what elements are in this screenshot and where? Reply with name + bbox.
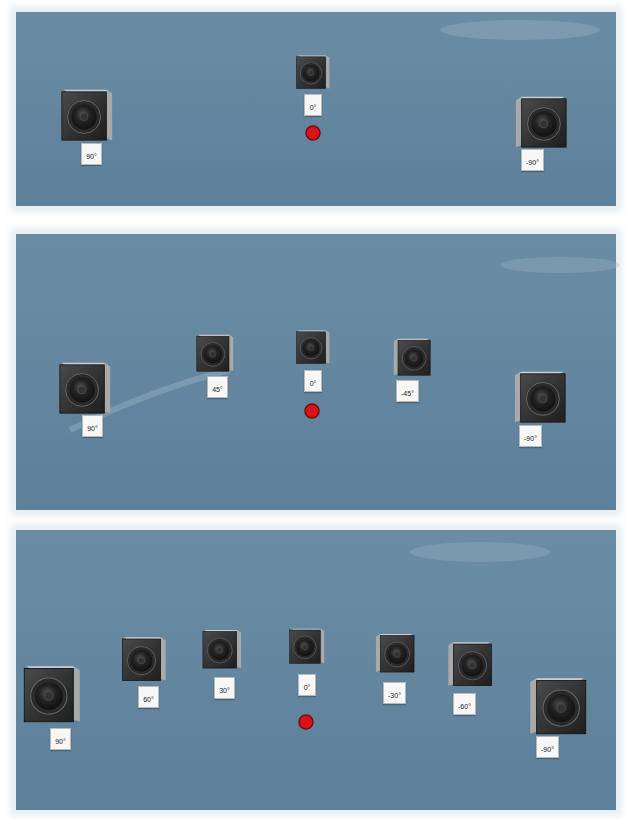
angle-label: -45°: [401, 389, 414, 398]
angle-label-card: -60°: [453, 693, 476, 715]
angle-label: -30°: [388, 691, 401, 700]
angle-label-card: 0°: [298, 674, 316, 696]
angle-label-card: -30°: [383, 682, 406, 704]
angle-label: 90°: [86, 152, 97, 161]
angle-label-card: 90°: [81, 143, 102, 165]
angle-label-card: 90°: [50, 728, 71, 750]
angle-label-card: -90°: [521, 149, 544, 171]
angle-label: 0°: [304, 683, 311, 692]
angle-label-card: 30°: [214, 677, 235, 699]
angle-label: -90°: [526, 158, 539, 167]
panel-background: [10, 6, 622, 816]
listener-dot: [306, 126, 320, 140]
angle-label: 90°: [87, 424, 98, 433]
angle-label-card: -45°: [396, 380, 419, 402]
angle-label: 0°: [310, 103, 317, 112]
angle-label: -60°: [458, 702, 471, 711]
angle-label: 30°: [219, 686, 230, 695]
angle-label: -90°: [541, 745, 554, 754]
speaker: [24, 629, 585, 734]
angle-label-card: 0°: [304, 370, 322, 392]
angle-label: 60°: [143, 695, 154, 704]
speaker: [60, 331, 565, 423]
listener-dot: [305, 404, 319, 418]
angle-label: 0°: [310, 379, 317, 388]
angle-label: 90°: [55, 737, 66, 746]
angle-label-card: 45°: [207, 376, 228, 398]
angle-label-card: 90°: [82, 415, 103, 437]
listener-dot: [299, 715, 313, 729]
angle-label-card: 60°: [138, 686, 159, 708]
angle-label: -90°: [524, 434, 537, 443]
angle-label-card: -90°: [519, 425, 542, 447]
angle-label-card: -90°: [536, 736, 559, 758]
speaker: [62, 56, 566, 148]
angle-label: 45°: [212, 385, 223, 394]
angle-label-card: 0°: [304, 94, 322, 116]
